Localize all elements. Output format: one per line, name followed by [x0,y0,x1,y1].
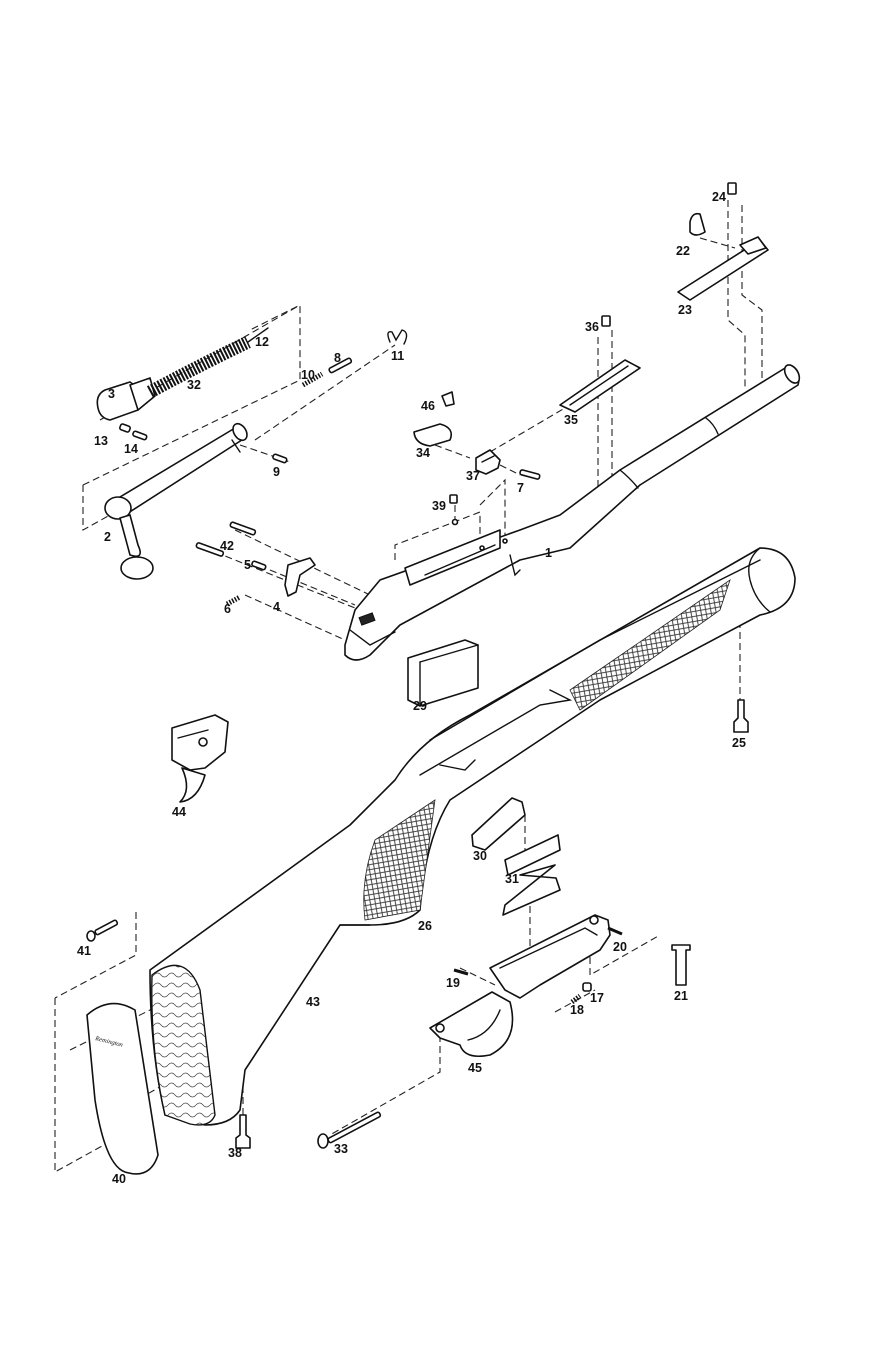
label-part-37: 37 [466,469,480,483]
label-part-21: 21 [674,989,688,1003]
label-part-19: 19 [446,976,460,990]
label-part-46: 46 [421,399,435,413]
label-part-2: 2 [104,530,111,544]
label-part-6: 6 [224,602,231,616]
trigger-assembly [172,715,228,802]
label-part-10: 10 [301,368,315,382]
receiver-small-parts [196,522,315,604]
magazine [408,640,478,706]
trigger-guard [430,915,690,1056]
label-part-23: 23 [678,303,692,317]
label-part-4: 4 [273,600,280,614]
label-part-39: 39 [432,499,446,513]
label-part-26: 26 [418,919,432,933]
label-part-29: 29 [413,699,427,713]
label-part-43: 43 [306,995,320,1009]
label-part-22: 22 [676,244,690,258]
label-part-18: 18 [570,1003,584,1017]
label-part-38: 38 [228,1146,242,1160]
label-part-31: 31 [505,872,519,886]
label-part-25: 25 [732,736,746,750]
label-part-33: 33 [334,1142,348,1156]
label-part-42: 42 [220,539,234,553]
label-part-24: 24 [712,190,726,204]
label-part-9: 9 [273,465,280,479]
label-part-8: 8 [334,351,341,365]
label-part-3: 3 [108,387,115,401]
bolt-small-parts [272,330,406,463]
label-part-30: 30 [473,849,487,863]
label-part-7: 7 [517,481,524,495]
label-part-17: 17 [590,991,604,1005]
label-part-35: 35 [564,413,578,427]
label-part-36: 36 [585,320,599,334]
label-part-32: 32 [187,378,201,392]
label-part-13: 13 [94,434,108,448]
label-part-41: 41 [77,944,91,958]
label-part-45: 45 [468,1061,482,1075]
label-part-11: 11 [391,349,404,363]
label-part-40: 40 [112,1172,126,1186]
label-part-44: 44 [172,805,186,819]
label-part-1: 1 [545,546,552,560]
label-part-20: 20 [613,940,627,954]
firing-pin-assembly [97,328,268,440]
label-part-5: 5 [244,558,251,572]
label-part-34: 34 [416,446,430,460]
label-part-12: 12 [255,335,269,349]
scope-mount [560,316,640,412]
label-part-14: 14 [124,442,138,456]
